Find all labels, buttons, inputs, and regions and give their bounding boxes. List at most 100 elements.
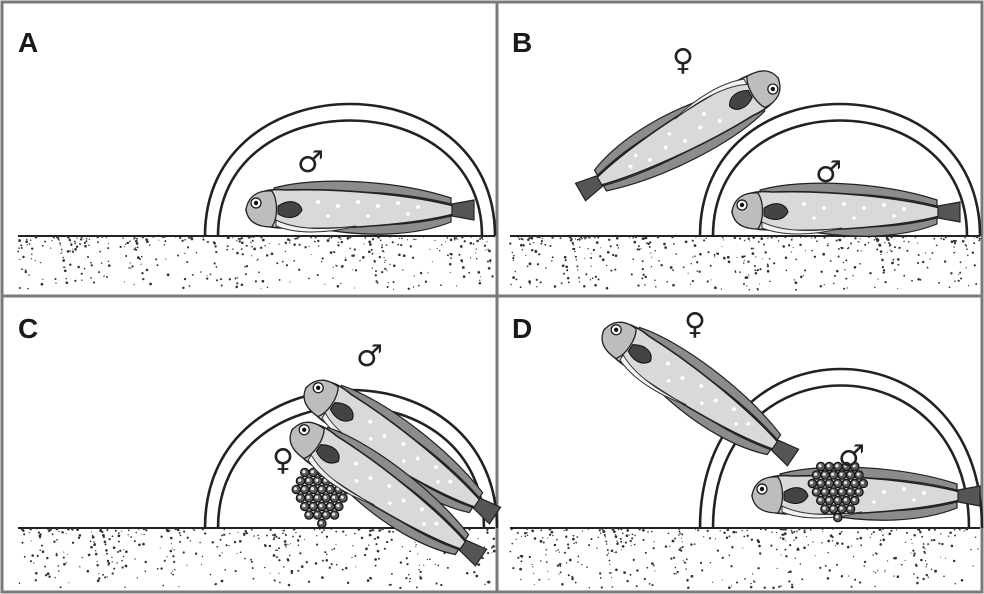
egg-highlight [328, 487, 331, 490]
sand-grain [861, 250, 862, 251]
sand-grain [524, 532, 526, 534]
egg-highlight [844, 498, 847, 501]
sand-grain [146, 240, 149, 243]
sand-grain [945, 236, 947, 238]
sand-grain [454, 237, 456, 239]
sand-grain [242, 253, 244, 255]
sand-grain [470, 236, 472, 238]
sand-grain [257, 259, 258, 260]
egg-highlight [319, 521, 322, 524]
sand-grain [848, 575, 849, 576]
sand-grain [494, 236, 495, 237]
sand-grain [420, 577, 423, 580]
sand-grain [526, 529, 527, 530]
sand-grain [352, 269, 353, 270]
sand-grain [45, 574, 47, 576]
sand-grain [955, 240, 956, 241]
sand-grain [291, 570, 294, 573]
sand-grain [832, 540, 834, 542]
sand-grain [344, 259, 346, 261]
sand-grain [137, 246, 139, 248]
sand-grain [780, 528, 782, 530]
sand-grain [479, 282, 482, 285]
sand-grain [610, 270, 612, 272]
sand-grain [936, 245, 938, 247]
sand-grain [309, 246, 310, 247]
sand-grain [400, 244, 402, 246]
sand-grain [678, 534, 679, 535]
sand-grain [705, 237, 707, 239]
sand-grain [104, 540, 107, 543]
sand-grain [754, 265, 756, 267]
sand-grain [122, 237, 123, 238]
sand-grain [608, 553, 609, 554]
sand-grain [314, 241, 316, 243]
sand-grain [875, 236, 877, 238]
egg-highlight [307, 513, 310, 516]
sand-grain [917, 577, 919, 579]
egg-highlight [336, 504, 339, 507]
sand-grain [868, 242, 870, 244]
sand-grain [767, 265, 769, 267]
sand-grain [920, 559, 923, 562]
sand-grain [381, 246, 383, 248]
sand-grain [778, 586, 780, 588]
egg-highlight [844, 481, 847, 484]
sand-grain [434, 240, 435, 241]
sand-grain [510, 284, 512, 286]
sand-grain [554, 285, 557, 288]
sand-grain [79, 566, 80, 567]
sand-grain [541, 240, 543, 242]
sand-grain [29, 528, 32, 531]
sand-grain [35, 236, 38, 239]
sand-grain [98, 577, 100, 579]
sand-grain [954, 242, 956, 244]
sand-grain [79, 243, 81, 245]
sand-grain [782, 245, 785, 248]
sand-grain [597, 236, 599, 238]
sand-grain [547, 537, 548, 538]
sand-grain [400, 561, 402, 563]
sand-grain [74, 280, 76, 282]
sand-grain [606, 287, 609, 290]
sand-grain [616, 244, 618, 246]
sand-grain [461, 236, 464, 239]
sand-grain [250, 237, 252, 239]
sand-grain [938, 282, 940, 284]
sand-grain [650, 252, 651, 253]
sand-grain [63, 557, 65, 559]
sand-grain [130, 536, 132, 538]
sand-grain [858, 241, 859, 242]
sand-grain [458, 254, 460, 256]
sand-grain [55, 282, 56, 283]
sand-grain [133, 238, 134, 239]
sand-grain [732, 531, 735, 534]
sand-grain [177, 254, 179, 256]
sand-grain [596, 547, 597, 548]
sand-grain [20, 244, 22, 246]
sand-grain [646, 567, 648, 569]
egg-highlight [324, 513, 327, 516]
sand-grain [734, 270, 736, 272]
sand-grain [580, 237, 581, 238]
sand-grain [183, 531, 185, 533]
sand-grain [46, 557, 48, 559]
sand-grain [810, 529, 812, 531]
sand-grain [610, 572, 612, 574]
sand-grain [678, 529, 679, 530]
sand-grain [827, 577, 830, 580]
sand-grain [903, 275, 905, 277]
sand-grain [634, 535, 636, 537]
sand-grain [791, 532, 793, 534]
sand-grain [681, 538, 682, 539]
sand-grain [960, 278, 962, 280]
sand-grain [278, 573, 279, 574]
sand-grain [782, 537, 785, 540]
sand-grain [707, 280, 709, 282]
sand-grain [119, 550, 121, 552]
sand-grain [403, 254, 406, 257]
sand-grain [753, 248, 754, 249]
sand-grain [803, 546, 806, 549]
sand-grain [126, 242, 128, 244]
sand-grain [253, 578, 255, 580]
